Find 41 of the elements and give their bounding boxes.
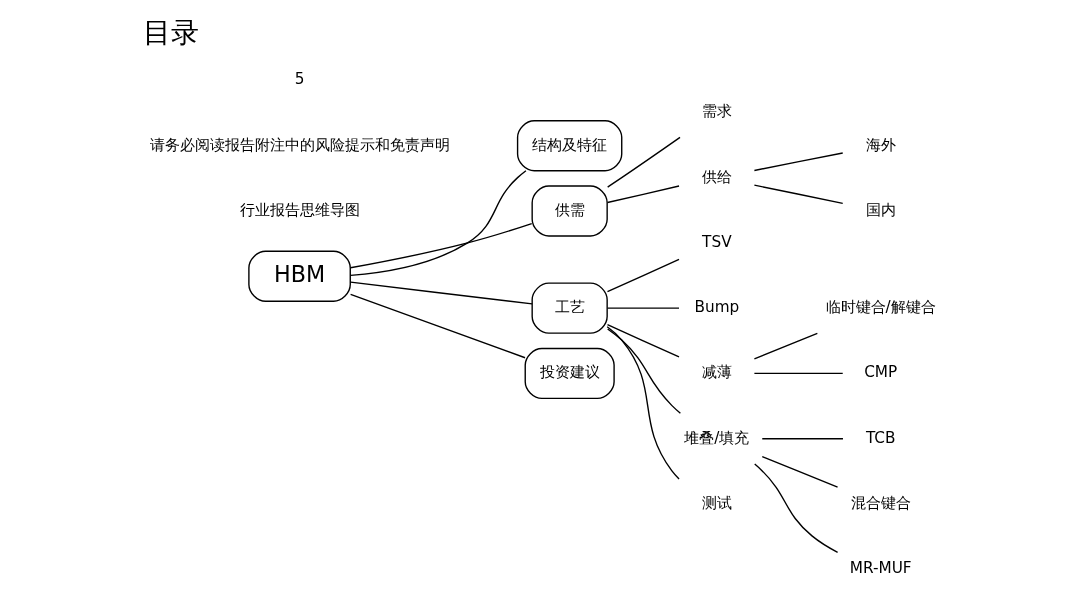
connector (606, 136, 681, 188)
node-text: 海外 (865, 135, 896, 154)
label: 请务必阅读报告附注中的风险提示和免责声明 (149, 135, 450, 154)
node-text: 供给 (701, 167, 732, 186)
node-box: HBM (247, 250, 351, 302)
node-text: 混合键合 (850, 493, 911, 512)
node-text: 国内 (865, 200, 896, 219)
connector (606, 323, 680, 358)
node-text: TSV (701, 232, 732, 251)
node-text: 减薄 (701, 363, 732, 382)
node-text: TCB (865, 428, 895, 447)
label: 行业报告思维导图 (239, 200, 360, 219)
connector (753, 372, 843, 375)
connector (761, 455, 838, 488)
connector (606, 258, 680, 293)
connector (753, 184, 843, 205)
node-box: 供需 (530, 185, 608, 237)
connector (349, 281, 533, 305)
connector (761, 438, 844, 440)
node-box: 投资建议 (524, 347, 615, 400)
label: 5 (294, 70, 304, 89)
node-text: 堆叠/填充 (683, 428, 749, 447)
node-text: Bump (693, 298, 739, 317)
connector (753, 463, 838, 553)
node-text: 测试 (701, 493, 732, 512)
node-text: 需求 (701, 102, 732, 121)
node-text: 临时键合/解键合 (825, 298, 936, 317)
node-text: CMP (863, 363, 897, 382)
connector (606, 185, 680, 204)
diagram-title: 目录 (142, 15, 199, 49)
connector (606, 328, 681, 414)
connector (349, 222, 532, 269)
connector (349, 170, 527, 277)
connector (606, 307, 680, 309)
connector (349, 293, 526, 359)
node-text: MR-MUF (849, 559, 912, 578)
node-box: 工艺 (530, 282, 608, 334)
connector (753, 332, 818, 360)
connector (753, 152, 843, 172)
node-box: 结构及特征 (516, 120, 622, 172)
connector (606, 326, 680, 480)
